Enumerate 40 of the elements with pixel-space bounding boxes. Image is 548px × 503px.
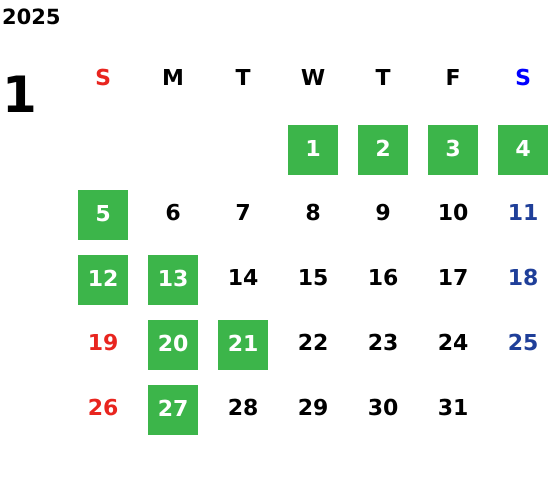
date-number: 30: [366, 398, 400, 420]
weekday-header: S: [514, 68, 532, 90]
date-number: 28: [226, 398, 260, 420]
highlighted-date: 13: [148, 255, 198, 305]
date-number: 23: [366, 333, 400, 355]
weekday-header: F: [444, 68, 462, 90]
date-number: 15: [296, 268, 330, 290]
weekday-header: T: [374, 68, 392, 90]
date-number: 18: [506, 268, 540, 290]
date-number: 16: [366, 268, 400, 290]
date-number: 7: [234, 203, 252, 225]
highlighted-date: 5: [78, 190, 128, 240]
weekday-header: W: [300, 68, 326, 90]
date-number: 14: [226, 268, 260, 290]
highlighted-date: 12: [78, 255, 128, 305]
weekday-header: M: [161, 68, 185, 90]
date-number: 9: [374, 203, 392, 225]
date-number: 22: [296, 333, 330, 355]
date-number: 24: [436, 333, 470, 355]
date-number: 11: [506, 203, 540, 225]
highlighted-date: 27: [148, 385, 198, 435]
weekday-header: T: [234, 68, 252, 90]
date-number: 19: [86, 333, 120, 355]
date-number: 31: [436, 398, 470, 420]
highlighted-date: 21: [218, 320, 268, 370]
date-number: 29: [296, 398, 330, 420]
highlighted-date: 2: [358, 125, 408, 175]
date-number: 25: [506, 333, 540, 355]
highlighted-date: 1: [288, 125, 338, 175]
year-heading: 2025: [2, 7, 60, 28]
date-number: 6: [164, 203, 182, 225]
date-number: 8: [304, 203, 322, 225]
date-number: 26: [86, 398, 120, 420]
date-number: 17: [436, 268, 470, 290]
weekday-header: S: [94, 68, 112, 90]
highlighted-date: 4: [498, 125, 548, 175]
date-number: 10: [436, 203, 470, 225]
highlighted-date: 3: [428, 125, 478, 175]
highlighted-date: 20: [148, 320, 198, 370]
month-number: 1: [2, 70, 37, 120]
